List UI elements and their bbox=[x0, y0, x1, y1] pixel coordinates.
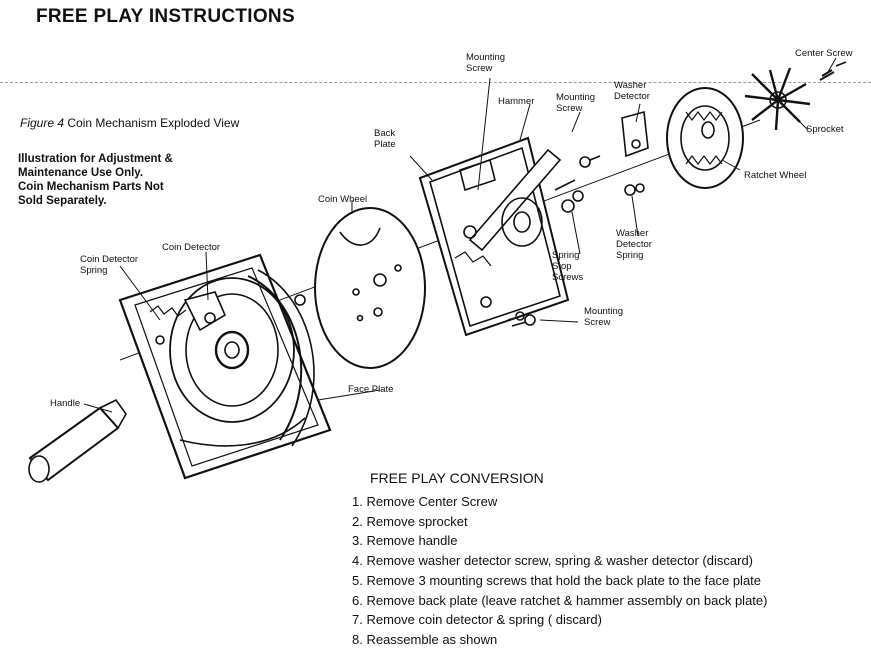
instruction-step: 6. Remove back plate (leave ratchet & ha… bbox=[352, 592, 768, 608]
instruction-step: 2. Remove sprocket bbox=[352, 513, 468, 529]
instruction-step: 8. Reassemble as shown bbox=[352, 631, 498, 647]
label-mounting-screw-bottom: Mounting Screw bbox=[584, 306, 623, 328]
label-line: Screw bbox=[466, 63, 493, 74]
instructions-list: 1. Remove Center Screw 2. Remove sprocke… bbox=[352, 492, 767, 650]
label-line: Screw bbox=[584, 317, 611, 328]
label-mounting-screw-mid: Mounting Screw bbox=[556, 92, 595, 114]
label-ratchet-wheel: Ratchet Wheel bbox=[744, 170, 807, 181]
instruction-step: 5. Remove 3 mounting screws that hold th… bbox=[352, 572, 762, 588]
handle-part bbox=[28, 398, 127, 483]
instruction-step: 1. Remove Center Screw bbox=[352, 494, 498, 509]
face-plate-part bbox=[118, 253, 332, 480]
label-hammer: Hammer bbox=[498, 96, 535, 107]
label-mounting-screw-top: Mounting Screw bbox=[466, 52, 505, 74]
spring-stop-screws-part bbox=[554, 179, 584, 213]
label-line: Detector bbox=[614, 91, 650, 102]
disclaimer: Illustration for Adjustment & Maintenanc… bbox=[18, 152, 258, 208]
label-face-plate: Face Plate bbox=[348, 384, 394, 395]
label-line: Mounting bbox=[556, 92, 596, 103]
label-line: Stop bbox=[552, 261, 572, 272]
label-line: Spring bbox=[552, 250, 580, 261]
label-coin-detector-spring: Coin Detector Spring bbox=[80, 254, 138, 276]
disclaimer-line: Illustration for Adjustment & bbox=[18, 153, 173, 165]
label-washer-detector-spring: Washer Detector Spring bbox=[616, 228, 652, 261]
label-line: Plate bbox=[374, 139, 396, 150]
label-line: Screws bbox=[552, 272, 584, 283]
center-screw-part bbox=[819, 61, 847, 81]
instructions-title: FREE PLAY CONVERSION bbox=[370, 470, 544, 486]
sprocket-part bbox=[744, 67, 811, 131]
mounting-screws-part bbox=[507, 155, 601, 327]
label-line: Back bbox=[374, 128, 396, 139]
figure-caption-prefix: Figure 4 bbox=[20, 116, 65, 130]
label-coin-wheel: Coin Wheel bbox=[318, 194, 368, 205]
page-title: FREE PLAY INSTRUCTIONS bbox=[36, 6, 295, 27]
label-line: Mounting bbox=[584, 306, 624, 317]
instruction-step: 7. Remove coin detector & spring ( disca… bbox=[352, 612, 602, 628]
washer-detector-part bbox=[621, 110, 649, 196]
header-divider bbox=[0, 82, 871, 83]
label-line: Mounting bbox=[466, 52, 506, 63]
label-line: Washer bbox=[614, 80, 647, 91]
disclaimer-line: Sold Separately. bbox=[18, 195, 107, 207]
figure-caption-text: Coin Mechanism Exploded View bbox=[67, 116, 240, 130]
instruction-step: 4. Remove washer detector screw, spring … bbox=[352, 553, 754, 569]
disclaimer-line: Maintenance Use Only. bbox=[18, 167, 144, 179]
coin-wheel-part bbox=[314, 207, 426, 369]
label-spring-stop-screws: Spring Stop Screws bbox=[552, 250, 583, 283]
figure-caption: Figure 4 Coin Mechanism Exploded View bbox=[20, 116, 239, 130]
label-center-screw: Center Screw bbox=[795, 48, 853, 59]
back-plate-part bbox=[418, 136, 570, 337]
ratchet-wheel-part bbox=[666, 87, 744, 189]
label-coin-detector: Coin Detector bbox=[162, 242, 221, 253]
label-back-plate: Back Plate bbox=[374, 128, 396, 150]
label-sprocket: Sprocket bbox=[806, 124, 844, 135]
label-line: Spring bbox=[80, 265, 108, 276]
instruction-step: 3. Remove handle bbox=[352, 533, 458, 549]
leader-lines bbox=[83, 57, 837, 413]
label-handle: Handle bbox=[50, 398, 81, 409]
label-line: Washer bbox=[616, 228, 649, 239]
label-line: Detector bbox=[616, 239, 652, 250]
disclaimer-line: Coin Mechanism Parts Not bbox=[18, 181, 164, 193]
label-washer-detector: Washer Detector bbox=[614, 80, 650, 102]
label-line: Spring bbox=[616, 250, 644, 261]
label-line: Coin Detector bbox=[80, 254, 139, 265]
label-line: Screw bbox=[556, 103, 583, 114]
